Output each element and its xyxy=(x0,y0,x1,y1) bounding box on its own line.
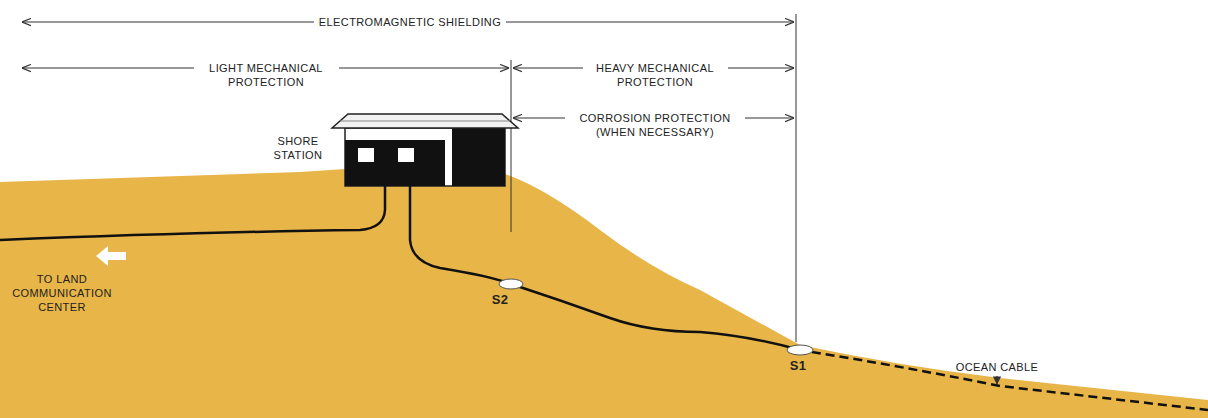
ground xyxy=(0,169,1208,418)
splice-s2 xyxy=(499,279,523,289)
direction-label: TO LAND COMMUNICATION CENTER xyxy=(7,272,117,314)
splice-label: S1 xyxy=(790,359,807,373)
splice-label: S2 xyxy=(492,293,509,307)
dimension-label: HEAVY MECHANICAL PROTECTION xyxy=(583,61,728,89)
splice-s1 xyxy=(787,345,813,355)
dimension-label: LIGHT MECHANICAL PROTECTION xyxy=(194,61,339,89)
ocean-cable xyxy=(812,352,1208,410)
leader-line xyxy=(996,376,997,384)
extension-line xyxy=(511,60,512,232)
direction-arrow xyxy=(96,246,126,266)
extension-line xyxy=(796,14,797,342)
shore-station-building xyxy=(332,114,518,186)
building-label: SHORE STATION xyxy=(263,134,333,162)
shore-cable xyxy=(410,186,800,350)
callout-label: OCEAN CABLE xyxy=(956,360,1039,374)
dimension-label: ELECTROMAGNETIC SHIELDING xyxy=(314,15,506,29)
land-cable xyxy=(0,186,385,240)
dimension-label: CORROSION PROTECTION (WHEN NECESSARY) xyxy=(565,111,745,139)
